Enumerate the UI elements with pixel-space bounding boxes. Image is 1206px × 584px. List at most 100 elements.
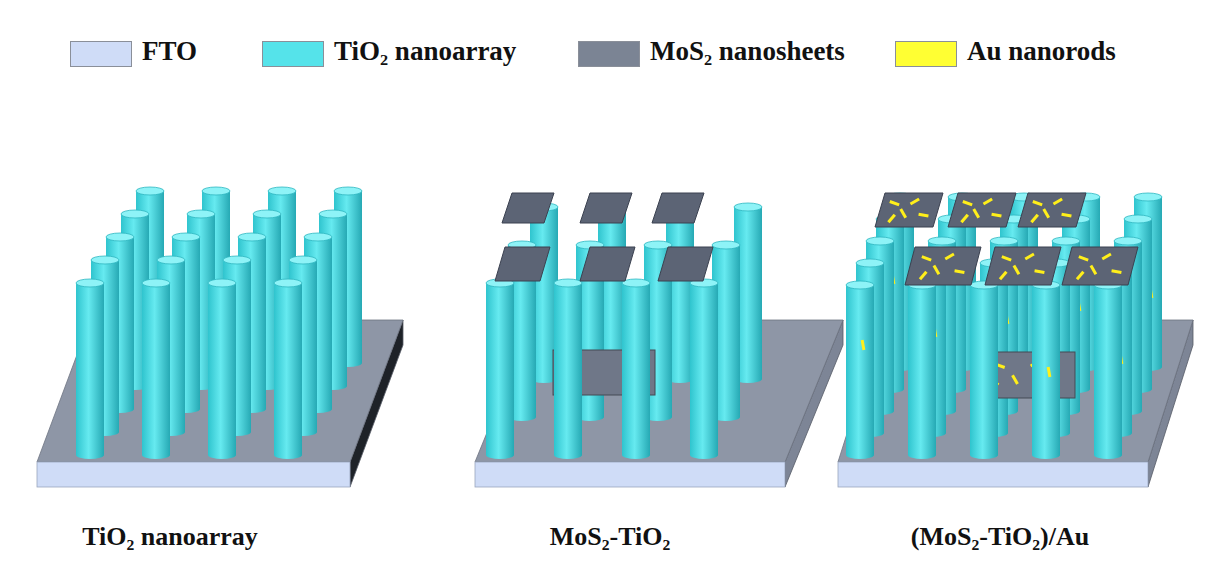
tio2-nanorod: [142, 279, 170, 459]
rod-top: [202, 187, 230, 195]
tio2-nanorod: [274, 279, 302, 459]
sheet-face: [875, 193, 943, 227]
rod-top: [554, 279, 582, 287]
au-nanorod: [1111, 269, 1121, 274]
rod-body: [846, 285, 874, 455]
rod-top: [734, 203, 762, 211]
rod-top: [928, 237, 956, 245]
mos2-nanosheet: [652, 193, 704, 223]
sheet-face: [580, 247, 635, 281]
mos2-nanosheet: [580, 193, 632, 223]
au-nanorod: [918, 213, 928, 218]
fto-layer: [475, 462, 785, 487]
legend-swatch: [895, 41, 957, 67]
rod-top: [106, 233, 134, 241]
au-nanorod: [954, 269, 964, 274]
structure-illustration: [37, 187, 403, 487]
sheet-face: [1018, 193, 1086, 227]
legend-swatch: [70, 41, 132, 67]
rod-top: [334, 187, 362, 195]
rod-body: [622, 283, 650, 455]
au-nanorod: [933, 265, 941, 275]
rod-top: [274, 279, 302, 287]
tio2-nanorod: [1032, 281, 1060, 459]
legend-label: MoS₂ nanosheets: [650, 36, 845, 67]
rod-body: [1094, 285, 1122, 455]
au-nanorod: [1076, 271, 1085, 281]
tio2-nanorod: [1094, 281, 1122, 459]
tio2-nanorod: [622, 279, 650, 459]
rod-body: [142, 283, 170, 455]
legend-label: TiO₂ nanoarray: [334, 36, 516, 67]
rod-top: [304, 233, 332, 241]
au-nanorod: [1042, 208, 1050, 218]
rod-top: [208, 279, 236, 287]
rod-top: [1124, 215, 1152, 223]
sheet-face: [652, 193, 704, 223]
au-nanorod: [1011, 375, 1019, 385]
tio2-nanorod: [908, 281, 936, 459]
rod-top: [223, 256, 251, 264]
panel-caption: (MoS₂-TiO₂)/Au: [911, 522, 1089, 552]
au-nanorod: [1047, 367, 1052, 377]
au-nanorod: [887, 214, 896, 224]
rod-top: [990, 237, 1018, 245]
mos2-nanosheet: [1062, 247, 1138, 285]
rod-body: [274, 283, 302, 455]
panel-caption: MoS₂-TiO₂: [550, 522, 671, 552]
au-nanorod: [921, 255, 931, 261]
au-nanorod: [1034, 269, 1044, 274]
sheet-face: [580, 193, 632, 223]
mos2-nanosheet: [948, 193, 1016, 227]
tio2-nanorod: [690, 279, 718, 459]
rod-body: [554, 283, 582, 455]
tio2-nanorod: [208, 279, 236, 459]
au-nanorod: [889, 200, 899, 206]
sheet-face: [502, 193, 554, 223]
rod-top: [121, 210, 149, 218]
rod-top: [856, 259, 884, 267]
au-nanorod: [972, 208, 980, 218]
tio2-nanorod: [970, 281, 998, 459]
mos2-nanosheet: [495, 247, 550, 281]
mos2-nanosheet: [658, 247, 713, 281]
legend-swatch: [578, 41, 640, 67]
rod-top: [157, 256, 185, 264]
au-nanorod: [960, 214, 969, 224]
rod-body: [486, 283, 514, 455]
rod-body: [970, 285, 998, 455]
rod-top: [866, 237, 894, 245]
au-nanorod: [1025, 253, 1035, 261]
au-nanorod: [1001, 255, 1011, 261]
structure-illustration: [838, 193, 1193, 487]
sheet-face: [948, 193, 1016, 227]
sheet-face: [985, 247, 1061, 285]
rod-top: [1134, 193, 1162, 201]
rod-body: [208, 283, 236, 455]
sheet-face: [1062, 247, 1138, 285]
au-nanorod: [861, 340, 866, 350]
sheet-face: [905, 247, 981, 285]
rod-top: [846, 281, 874, 289]
legend-swatch: [262, 41, 324, 67]
rod-top: [319, 210, 347, 218]
legend-label: FTO: [142, 36, 197, 67]
mos2-nanosheet: [985, 247, 1061, 285]
au-nanorod: [991, 213, 1001, 218]
mos2-nanosheet: [1018, 193, 1086, 227]
rod-top: [238, 233, 266, 241]
au-nanorod: [1090, 265, 1098, 275]
mos2-nanosheet: [875, 193, 943, 227]
rod-top: [289, 256, 317, 264]
rod-top: [268, 187, 296, 195]
au-nanorod: [1061, 213, 1071, 218]
rod-top: [136, 187, 164, 195]
au-nanorod: [1053, 198, 1063, 206]
structure-illustration: [475, 193, 843, 487]
au-nanorod: [899, 208, 907, 218]
au-nanorod: [919, 271, 928, 281]
mos2-nanosheet: [502, 193, 554, 223]
fto-layer: [838, 462, 1148, 487]
au-nanorod: [1102, 253, 1112, 261]
